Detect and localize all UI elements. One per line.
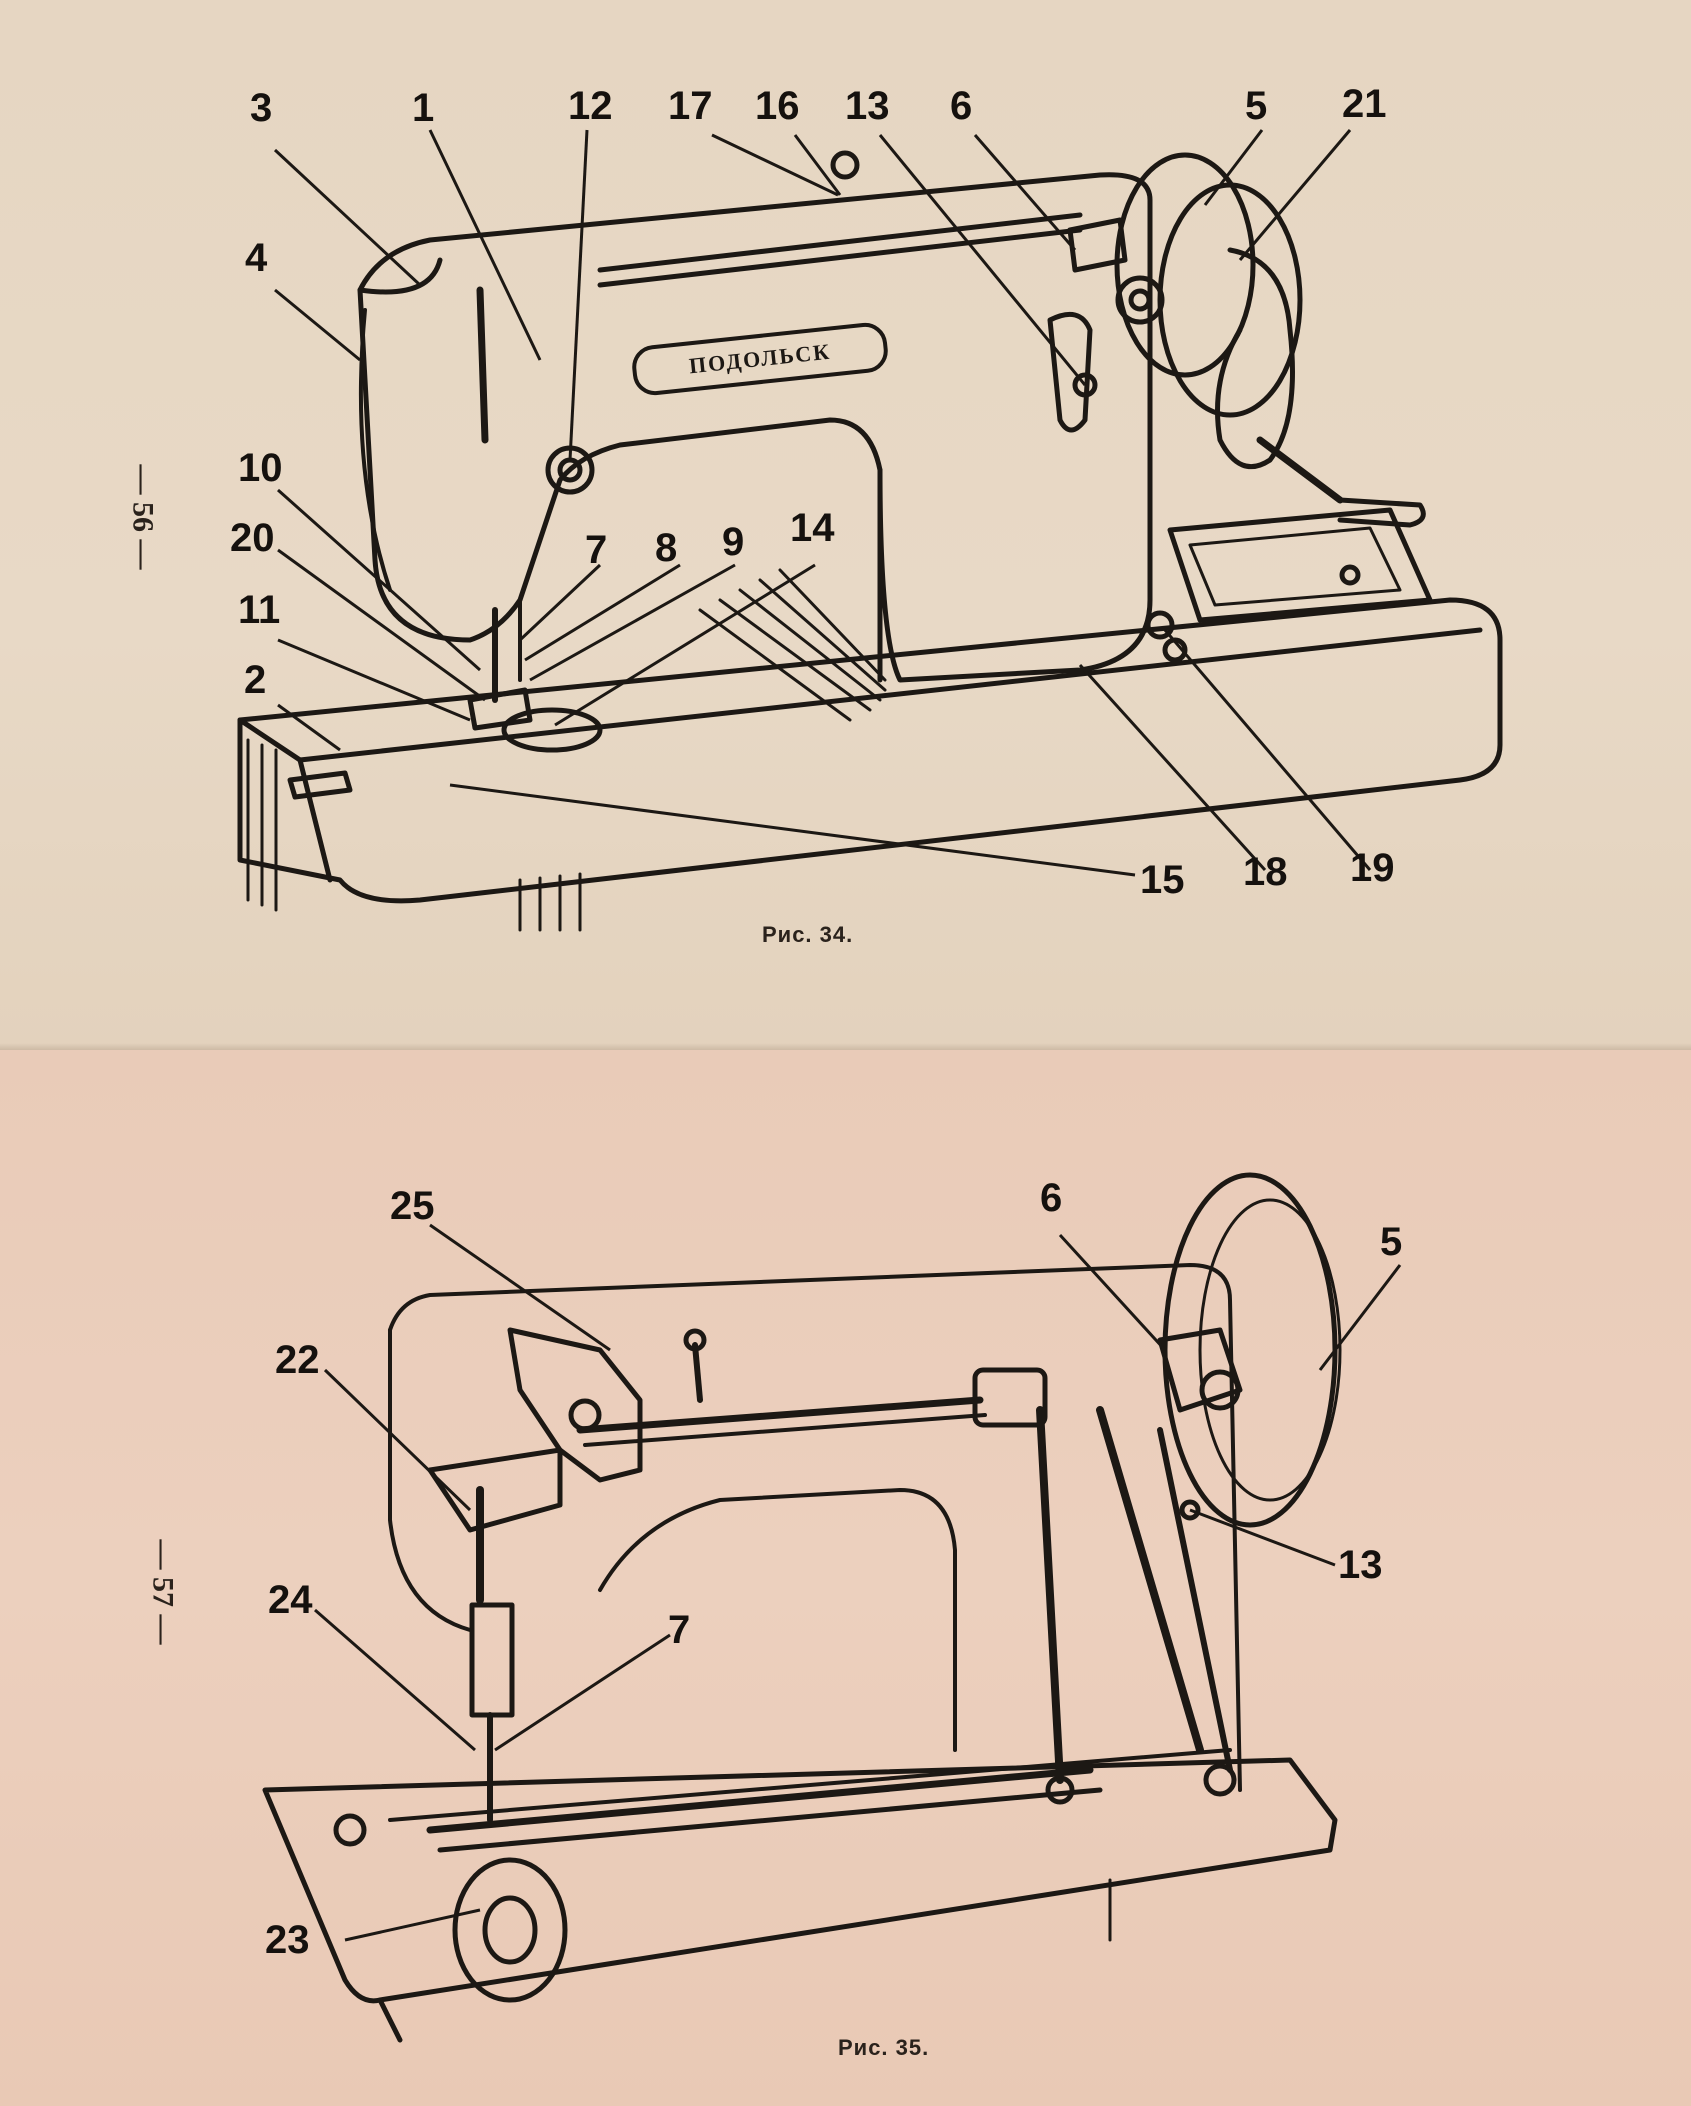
- page-number-56: — 56 —: [126, 464, 160, 570]
- callout-7b: 7: [668, 1608, 691, 1652]
- sewing-machine-exterior-drawing: [237, 129, 1503, 932]
- callout-20: 20: [230, 516, 275, 560]
- callout-25: 25: [390, 1184, 435, 1228]
- callout-14: 14: [790, 506, 835, 550]
- callout-23: 23: [265, 1918, 310, 1962]
- callout-18: 18: [1243, 850, 1288, 894]
- callout-19: 19: [1350, 846, 1395, 890]
- callout-3: 3: [250, 86, 273, 130]
- callout-6: 6: [950, 84, 973, 128]
- callout-13b: 13: [1338, 1543, 1383, 1587]
- callout-5: 5: [1245, 84, 1268, 128]
- callout-12: 12: [568, 84, 613, 128]
- page-number-57: — 57 —: [146, 1539, 180, 1645]
- callout-17: 17: [668, 84, 713, 128]
- callout-6b: 6: [1040, 1176, 1063, 1220]
- callout-1: 1: [412, 86, 435, 130]
- callout-15: 15: [1140, 858, 1185, 902]
- callout-11: 11: [238, 588, 281, 632]
- callout-2: 2: [244, 658, 267, 702]
- callout-16: 16: [755, 84, 800, 128]
- callout-24: 24: [268, 1578, 313, 1622]
- callout-4: 4: [245, 236, 268, 280]
- callout-13: 13: [845, 84, 890, 128]
- callout-10: 10: [238, 446, 283, 490]
- callout-22: 22: [275, 1338, 320, 1382]
- figure-35-panel: 25 6 5 22 13 24 7 23 Рис. 35. — 57 —: [0, 1050, 1691, 2106]
- callout-7: 7: [585, 528, 608, 572]
- figure-34-caption: Рис. 34.: [762, 922, 854, 947]
- figure-35-caption: Рис. 35.: [838, 2035, 930, 2060]
- sewing-machine-mechanism-drawing: [262, 1172, 1402, 2043]
- callout-9: 9: [722, 520, 745, 564]
- figure-34-panel: ПОДОЛЬСК 3 1 12 17 16 13 6 5 21 4 10 20 …: [0, 0, 1691, 1050]
- callout-8: 8: [655, 526, 678, 570]
- callout-5b: 5: [1380, 1220, 1403, 1264]
- callout-21: 21: [1342, 82, 1387, 126]
